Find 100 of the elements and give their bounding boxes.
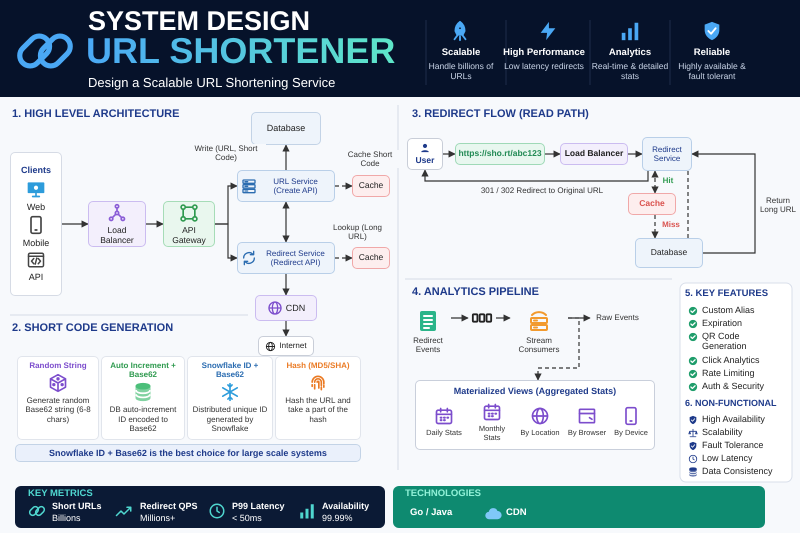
method-card bbox=[187, 356, 273, 440]
node-label: Database bbox=[650, 248, 688, 258]
arrow bbox=[451, 314, 469, 322]
arrow bbox=[443, 150, 456, 158]
feature-item: Custom Alias bbox=[702, 305, 756, 316]
process-box bbox=[255, 295, 317, 321]
feature-item: Click Analytics bbox=[702, 355, 761, 366]
metric-value: Millions+ bbox=[140, 513, 176, 524]
node-label: API bbox=[28, 272, 44, 283]
database-box bbox=[635, 238, 703, 268]
feature-title: Scalable bbox=[440, 48, 482, 59]
process-box bbox=[88, 201, 146, 247]
node-label: Web bbox=[26, 202, 46, 212]
node-title: Clients bbox=[20, 165, 51, 176]
actor-box bbox=[407, 138, 443, 170]
note-banner bbox=[15, 444, 361, 462]
dashed-arrow bbox=[651, 170, 659, 194]
card-description: Hash the URL and take a part of the hash bbox=[284, 396, 352, 424]
node-label: Cache bbox=[358, 181, 384, 191]
connector-line bbox=[687, 171, 689, 238]
node-label: User bbox=[416, 156, 434, 166]
arrow bbox=[628, 150, 643, 158]
node-label: Redirect Events bbox=[412, 336, 444, 354]
method-card bbox=[101, 356, 185, 440]
feature-item: Data Consistency bbox=[702, 466, 774, 476]
arrow bbox=[215, 223, 238, 262]
card-description: Distributed unique ID generated by Snowflake bbox=[192, 405, 268, 433]
database-box bbox=[251, 112, 321, 145]
metric-name: Availability bbox=[322, 501, 370, 512]
metric-name: Short URLs bbox=[52, 501, 102, 512]
card-title: Snowflake ID + Base62 bbox=[200, 361, 260, 380]
cache-box bbox=[628, 193, 676, 215]
node-label: API Gateway bbox=[171, 226, 207, 246]
clients-panel bbox=[10, 152, 62, 296]
arrow bbox=[545, 150, 561, 158]
section-title: 5. KEY FEATURES bbox=[685, 289, 770, 300]
feature-item: Auth & Security bbox=[702, 381, 766, 392]
feature-item: QR Code Generation bbox=[702, 331, 748, 352]
service-box bbox=[237, 242, 335, 274]
node-label: Stream Consumers bbox=[518, 336, 560, 354]
technology-name: CDN bbox=[506, 508, 528, 519]
feature-item: Fault Tolerance bbox=[702, 440, 764, 450]
node-label: URL Service (Create API) bbox=[272, 176, 319, 196]
node-label: Mobile bbox=[22, 238, 50, 248]
arrow bbox=[146, 220, 164, 228]
node-label: Load Balancer bbox=[564, 149, 624, 159]
section-title: 4. ANALYTICS PIPELINE bbox=[412, 286, 540, 299]
process-box bbox=[560, 143, 628, 165]
node-label: Redirect Service (Redirect API) bbox=[265, 248, 326, 268]
card-description: Generate random Base62 string (6-8 chars) bbox=[24, 396, 92, 424]
dashed-arrow bbox=[335, 182, 353, 190]
metric-value: 99.99% bbox=[322, 513, 354, 524]
process-box bbox=[258, 336, 314, 356]
arrow bbox=[691, 150, 756, 254]
section-title: 3. REDIRECT FLOW (READ PATH) bbox=[412, 108, 590, 121]
dashed-arrow bbox=[651, 215, 659, 239]
node-label: Materialized Views (Aggregated Stats) bbox=[454, 386, 616, 396]
arrow bbox=[282, 201, 290, 243]
card-title: Auto Increment + Base62 bbox=[109, 361, 177, 380]
cache-box bbox=[352, 175, 390, 197]
feature-description: Highly available & fault tolerant bbox=[677, 62, 747, 82]
feature-title: Reliable bbox=[692, 48, 732, 59]
node-label: Load Balancer bbox=[99, 226, 135, 246]
feature-item: High Availability bbox=[702, 414, 766, 424]
card-title: Hash (MD5/SHA) bbox=[286, 361, 350, 370]
edge-label: Return Long URL bbox=[758, 196, 798, 214]
feature-item: Low Latency bbox=[702, 453, 754, 464]
subtitle: Design a Scalable URL Shortening Service bbox=[88, 76, 336, 91]
node-label: Redirect Service bbox=[651, 144, 683, 164]
card-description: DB auto-increment ID encoded to Base62 bbox=[108, 405, 178, 433]
service-box bbox=[237, 170, 335, 202]
feature-description: Handle billions of URLs bbox=[428, 62, 494, 82]
feature-title: High Performance bbox=[502, 48, 586, 59]
node-label: Snowflake ID + Base62 is the best choice for large scale systems bbox=[49, 448, 327, 458]
dashed-arrow bbox=[335, 254, 353, 262]
arrow bbox=[496, 314, 511, 322]
node-label: Raw Events bbox=[596, 313, 639, 323]
node-label: CDN bbox=[286, 302, 306, 314]
method-card bbox=[17, 356, 99, 440]
metric-name: Redirect QPS bbox=[140, 501, 199, 512]
node-label: https://sho.rt/abc123 bbox=[458, 149, 542, 159]
node-label: Cache bbox=[358, 253, 384, 263]
cache-box bbox=[352, 247, 390, 269]
metric-name: P99 Latency bbox=[232, 501, 286, 512]
node-label: Internet bbox=[279, 341, 307, 351]
process-box bbox=[163, 201, 215, 247]
service-box bbox=[642, 137, 692, 171]
url-box bbox=[455, 143, 545, 165]
feature-title: Analytics bbox=[608, 48, 652, 59]
group-box bbox=[415, 380, 655, 450]
feature-description: Low latency redirects bbox=[503, 62, 585, 72]
section-title: 2. SHORT CODE GENERATION bbox=[12, 322, 174, 335]
metric-value: Billions bbox=[52, 513, 82, 524]
arrow bbox=[62, 220, 89, 228]
dashed-arrow bbox=[534, 317, 580, 381]
panel-title: TECHNOLOGIES bbox=[405, 489, 482, 500]
method-card bbox=[275, 356, 361, 440]
section-title: 1. HIGH LEVEL ARCHITECTURE bbox=[12, 108, 180, 121]
panel-title: KEY METRICS bbox=[28, 489, 94, 500]
arrow bbox=[282, 321, 290, 337]
